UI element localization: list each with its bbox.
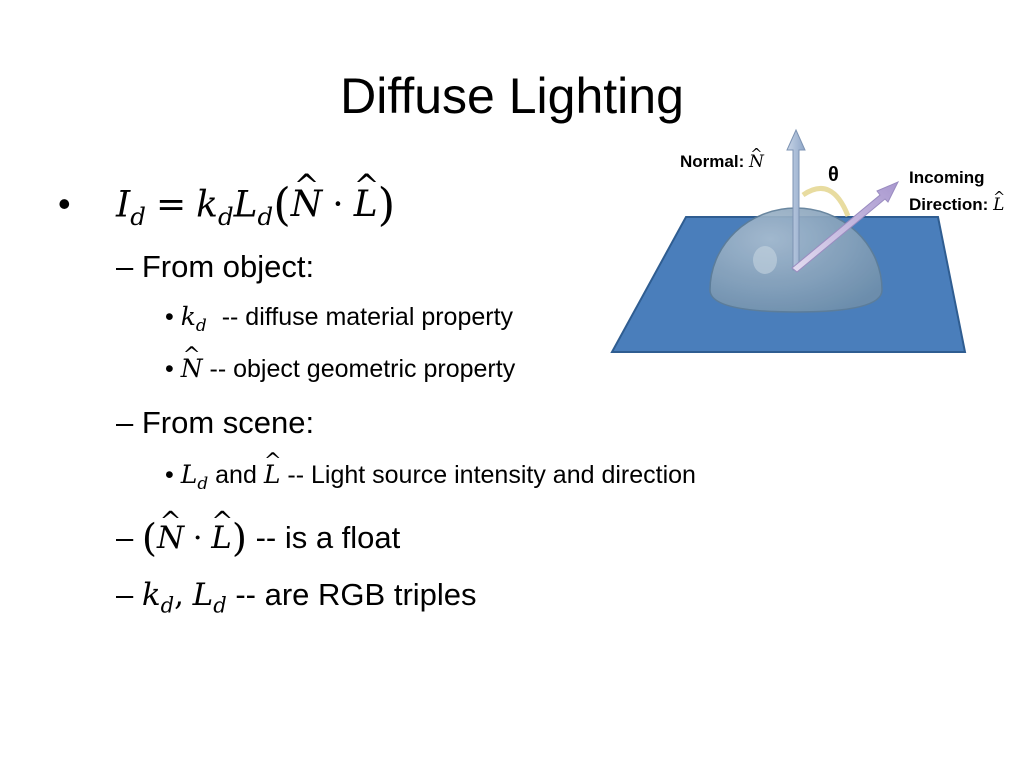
float-N-hat: N bbox=[157, 507, 184, 556]
diffuse-diagram bbox=[610, 128, 967, 353]
dash: – bbox=[116, 519, 142, 555]
kd-item: • kd -- diffuse material property bbox=[165, 302, 513, 336]
kd-sym: k bbox=[180, 302, 196, 331]
lhat-sym: L bbox=[264, 449, 281, 489]
ld-and: and bbox=[215, 461, 257, 489]
kd-sub: d bbox=[195, 315, 207, 336]
bullet-dot: • bbox=[165, 303, 181, 331]
eq-L: L bbox=[233, 184, 258, 226]
eq-equals: = bbox=[155, 184, 187, 226]
eq-open-paren: ( bbox=[273, 178, 291, 231]
kd-text: -- diffuse material property bbox=[221, 303, 514, 331]
from-scene-item: – From scene: bbox=[116, 405, 314, 441]
float-item: – (N · L) -- is a float bbox=[116, 507, 401, 561]
rgb-k: k bbox=[141, 577, 161, 613]
normal-label: Normal: N bbox=[680, 144, 764, 173]
rgb-L: L bbox=[192, 577, 214, 613]
bullet-dot: • bbox=[165, 461, 181, 489]
dash: – bbox=[116, 405, 142, 440]
float-close-paren: ) bbox=[231, 516, 247, 561]
ld-item: • Ld and L -- Light source intensity and… bbox=[165, 449, 696, 494]
theta-arc bbox=[801, 185, 851, 217]
n-item: • N -- object geometric property bbox=[165, 343, 516, 384]
ld-sym: L bbox=[180, 460, 198, 489]
rgb-L-sub: d bbox=[213, 592, 227, 618]
incoming-label-2-text: Direction: bbox=[909, 195, 989, 214]
eq-N-hat: N bbox=[291, 169, 323, 225]
eq-I: I bbox=[116, 184, 131, 226]
bullet-dot: • bbox=[165, 355, 181, 383]
normal-sym: N bbox=[749, 144, 764, 173]
dash: – bbox=[116, 577, 142, 612]
eq-k-sub: d bbox=[217, 201, 234, 231]
incoming-sym: L bbox=[993, 187, 1005, 216]
float-text: -- is a float bbox=[255, 519, 401, 555]
theta-label: θ bbox=[828, 164, 839, 186]
normal-arrow bbox=[786, 128, 806, 271]
eq-dot: · bbox=[332, 184, 344, 226]
light-arrow bbox=[791, 181, 900, 273]
hemisphere-highlight bbox=[753, 246, 777, 274]
eq-close-paren: ) bbox=[377, 178, 396, 231]
eq-I-sub: d bbox=[130, 201, 146, 231]
dash: – bbox=[116, 249, 142, 284]
rgb-item: – kd, Ld -- are RGB triples bbox=[116, 577, 477, 617]
float-L-hat: L bbox=[211, 507, 232, 556]
from-scene-heading: From scene: bbox=[141, 405, 315, 440]
eq-k: k bbox=[196, 184, 218, 226]
rgb-text: -- are RGB triples bbox=[235, 577, 477, 612]
float-dot: · bbox=[192, 519, 203, 556]
rgb-k-sub: d bbox=[160, 592, 175, 618]
float-open-paren: ( bbox=[141, 516, 157, 561]
from-object-item: – From object: bbox=[116, 249, 314, 285]
ld-text: -- Light source intensity and direction bbox=[287, 461, 696, 489]
rgb-comma: , bbox=[174, 577, 185, 613]
n-text: -- object geometric property bbox=[209, 355, 516, 383]
ld-sub: d bbox=[197, 473, 209, 494]
equation-bullet: • Id = kdLd(N · L) bbox=[58, 169, 396, 231]
bullet-dot: • bbox=[58, 183, 71, 225]
eq-L-sub: d bbox=[257, 201, 274, 231]
from-object-heading: From object: bbox=[141, 249, 315, 284]
eq-L-hat: L bbox=[354, 169, 378, 225]
incoming-label-2: Direction: L bbox=[909, 187, 1005, 216]
slide-title: Diffuse Lighting bbox=[340, 68, 684, 124]
n-sym: N bbox=[181, 343, 203, 383]
normal-label-text: Normal: bbox=[680, 152, 745, 171]
incoming-label-1: Incoming bbox=[909, 168, 985, 187]
